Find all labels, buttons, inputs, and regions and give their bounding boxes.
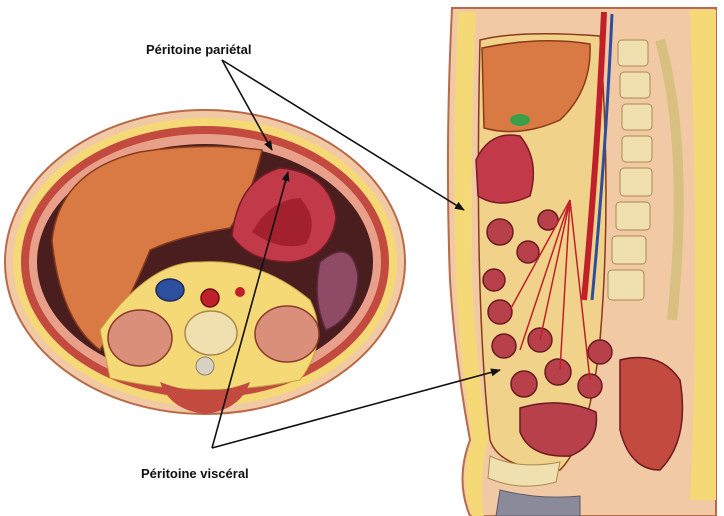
loop [487,219,513,245]
loop [488,300,512,324]
vertebra [612,236,646,264]
kidney-right [108,310,172,366]
sagittal-section [448,8,716,516]
vertebra [618,40,648,66]
small-artery [235,287,245,297]
kidney-left [255,306,319,362]
rectum [620,358,683,471]
gallbladder [510,114,530,126]
loop [492,334,516,358]
vertebra [620,168,652,196]
loop [483,269,505,291]
loop [545,359,571,385]
loop [511,371,537,397]
vertebra [622,104,652,130]
vertebra [622,136,652,162]
vertebra [608,270,644,300]
label-parietal-peritoneum: Péritoine pariétal [146,42,251,57]
vertebra [620,72,650,98]
label-visceral-peritoneum: Péritoine viscéral [141,466,249,481]
vertebra [616,202,650,230]
inferior-vena-cava [156,279,184,301]
spinal-canal [196,357,214,375]
vertebral-body [185,311,237,355]
aorta [201,289,219,307]
transverse-section [5,110,405,414]
loop [588,340,612,364]
loop [517,241,539,263]
